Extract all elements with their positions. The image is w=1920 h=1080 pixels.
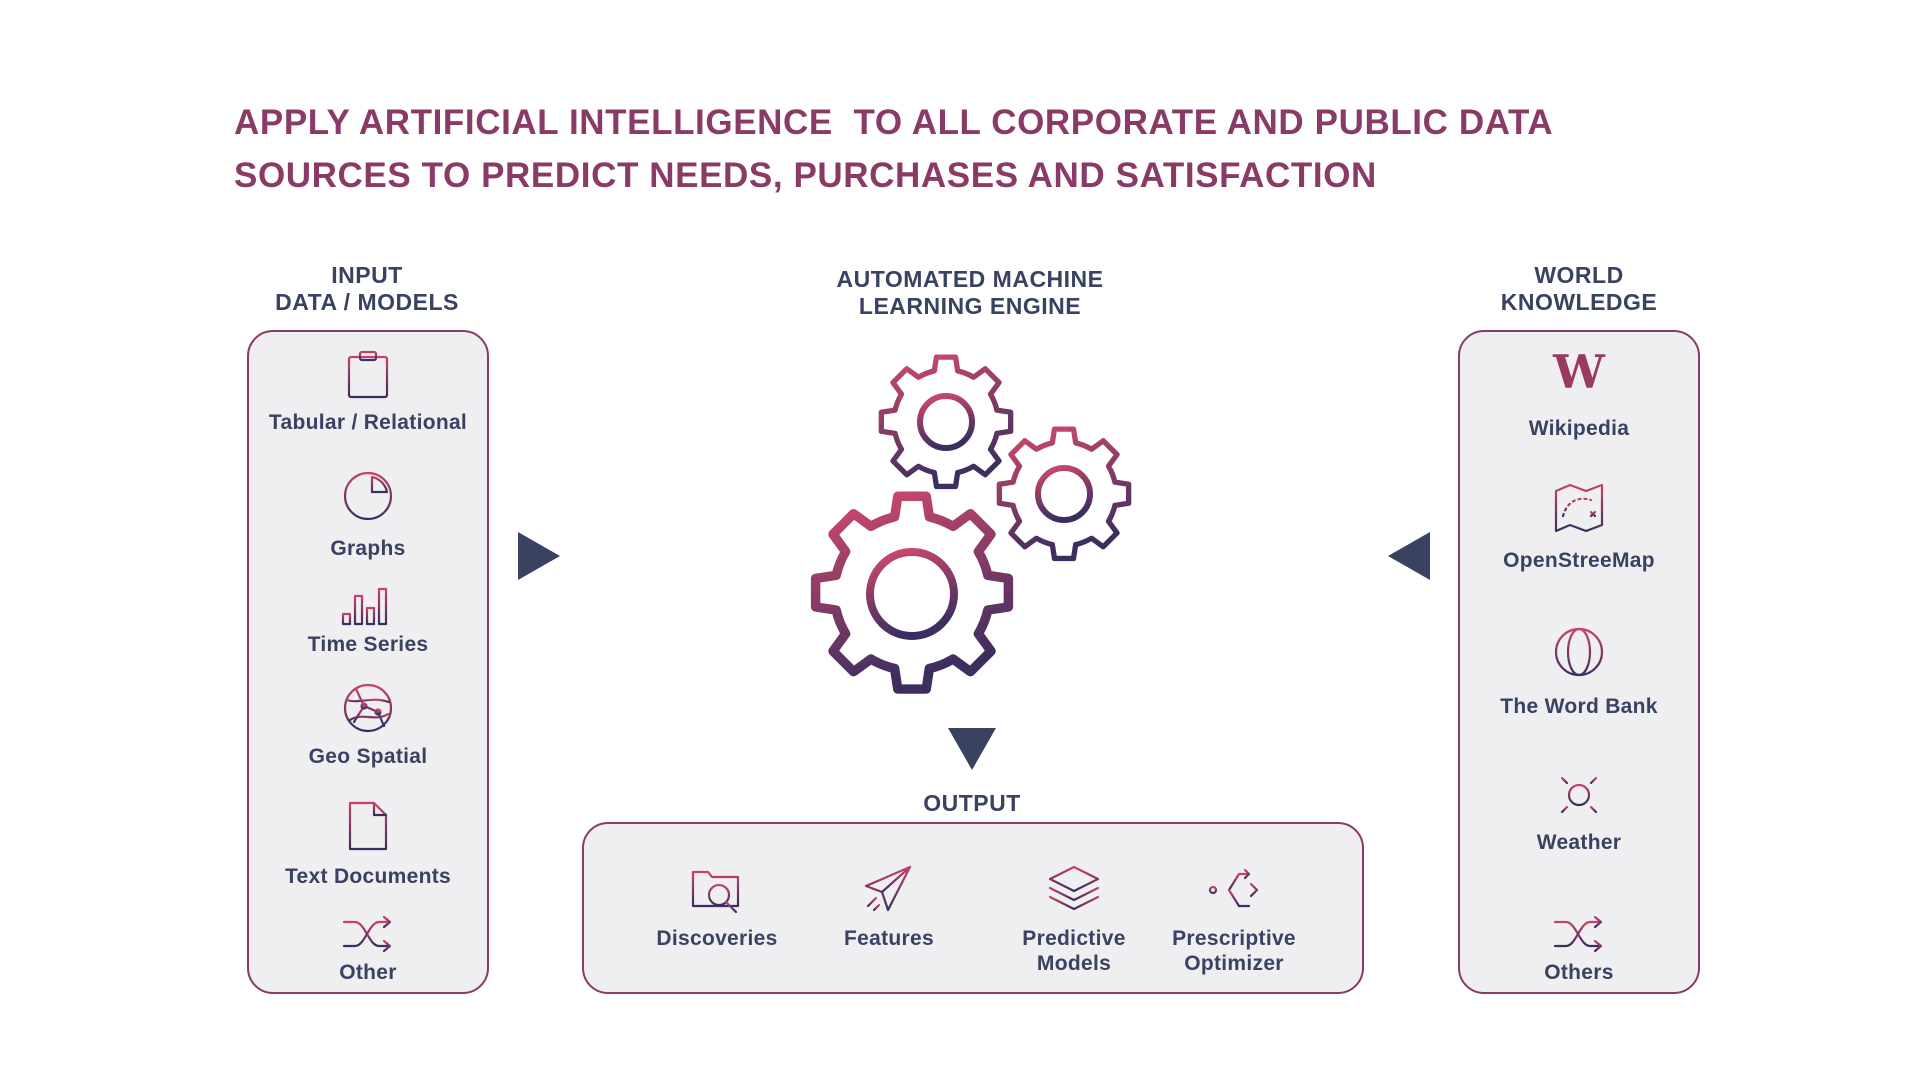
world-item-world-bank: The Word Bank (1460, 626, 1698, 719)
output-item-label-line-1: Prescriptive (1172, 927, 1296, 950)
output-heading: OUTPUT (872, 790, 1072, 817)
input-item-geo-spatial: Geo Spatial (249, 682, 487, 769)
world-item-wikipedia: W Wikipedia (1460, 346, 1698, 441)
engine-heading-line-1: AUTOMATED MACHINE (836, 266, 1104, 292)
title-line-1: APPLY ARTIFICIAL INTELLIGENCE TO ALL COR… (234, 103, 1554, 142)
output-heading-text: OUTPUT (923, 790, 1021, 816)
arrow-down-icon (948, 728, 996, 770)
shuffle-icon (1553, 915, 1603, 953)
output-item-label: Features (844, 927, 934, 950)
world-item-weather: Weather (1460, 768, 1698, 855)
input-item-graphs: Graphs (249, 470, 487, 561)
input-item-text-documents: Text Documents (249, 800, 487, 889)
wikipedia-icon: W (1553, 345, 1605, 399)
arrow-right-icon (518, 532, 560, 580)
output-item-discoveries: Discoveries (632, 864, 802, 951)
clipboard-icon (347, 350, 389, 399)
layers-icon (1048, 865, 1100, 911)
split-arrow-icon (1208, 868, 1259, 908)
input-item-label: Tabular / Relational (268, 411, 468, 434)
input-heading-line-2: DATA / MODELS (275, 289, 459, 315)
world-item-openstreemap: OpenStreeMap (1460, 482, 1698, 573)
world-item-label: Wikipedia (1528, 417, 1630, 440)
world-item-label: OpenStreeMap (1503, 549, 1655, 572)
world-heading-line-2: KNOWLEDGE (1500, 289, 1658, 315)
world-item-label: Weather (1536, 831, 1622, 854)
engine-heading-line-2: LEARNING ENGINE (858, 293, 1082, 319)
world-heading: WORLD KNOWLEDGE (1458, 262, 1700, 316)
input-item-other: Other (249, 914, 487, 985)
folder-search-icon (691, 870, 740, 914)
document-icon (348, 801, 388, 851)
paper-plane-icon (864, 865, 912, 912)
globe-icon (1554, 627, 1604, 677)
output-item-label: Predictive Models (989, 926, 1159, 976)
output-item-features: Features (804, 864, 974, 951)
input-item-time-series: Time Series (249, 584, 487, 657)
output-panel: Discoveries Features Predictive Models (582, 822, 1364, 994)
input-item-label: Graphs (330, 537, 406, 560)
engine-heading: AUTOMATED MACHINE LEARNING ENGINE (780, 266, 1160, 320)
output-item-label: Discoveries (656, 927, 778, 950)
input-item-label: Other (339, 961, 397, 984)
input-item-label: Geo Spatial (308, 745, 428, 768)
input-heading-line-1: INPUT (331, 262, 403, 288)
input-item-tabular: Tabular / Relational (249, 350, 487, 435)
world-heading-line-1: WORLD (1534, 262, 1624, 288)
output-item-label-line-2: Models (1036, 952, 1112, 975)
output-item-label-line-1: Predictive (1022, 927, 1126, 950)
input-item-label: Time Series (307, 633, 429, 656)
shuffle-icon (342, 915, 392, 953)
bar-chart-icon (341, 587, 388, 626)
world-panel: W Wikipedia OpenStreeMap (1458, 330, 1700, 994)
title-line-2: SOURCES TO PREDICT NEEDS, PURCHASES AND … (234, 156, 1377, 195)
world-item-others: Others (1460, 914, 1698, 985)
input-item-label: Text Documents (284, 865, 451, 888)
map-icon (1554, 483, 1604, 533)
output-item-label-line-2: Optimizer (1184, 952, 1284, 975)
globe-network-icon (343, 683, 393, 733)
pie-chart-icon (343, 471, 393, 521)
gears-icon (810, 354, 1132, 694)
page-title: APPLY ARTIFICIAL INTELLIGENCE TO ALL COR… (234, 96, 1734, 202)
input-panel: Tabular / Relational Graphs Time Series (247, 330, 489, 994)
world-item-label: The Word Bank (1500, 695, 1658, 718)
sun-icon (1553, 769, 1605, 821)
arrow-left-icon (1388, 532, 1430, 580)
output-item-prescriptive-optimizer: Prescriptive Optimizer (1149, 864, 1319, 976)
input-heading: INPUT DATA / MODELS (247, 262, 487, 316)
output-item-label: Prescriptive Optimizer (1149, 926, 1319, 976)
world-item-label: Others (1544, 961, 1614, 984)
output-item-predictive-models: Predictive Models (989, 864, 1159, 976)
